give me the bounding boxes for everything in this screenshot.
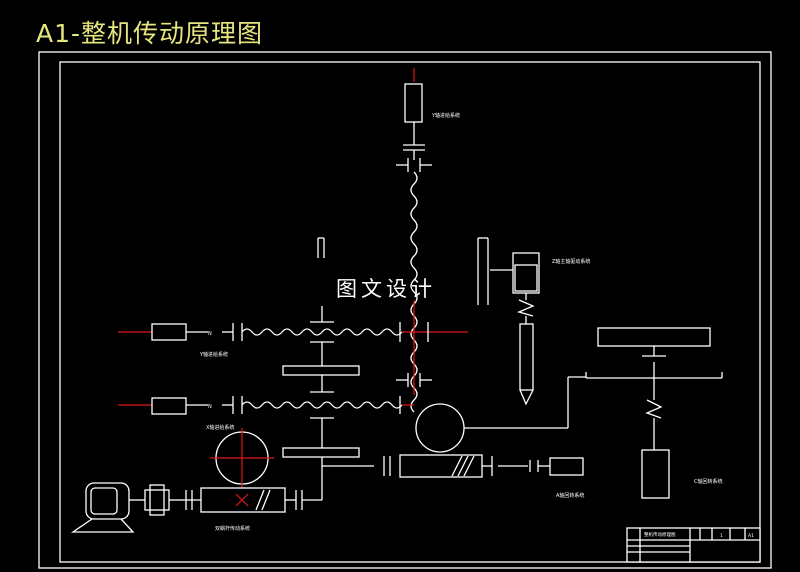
label-a-axis: A轴回转系统 bbox=[556, 492, 584, 499]
central-slides bbox=[282, 306, 360, 500]
outer-frame bbox=[38, 51, 772, 569]
spindle-tool bbox=[519, 323, 534, 391]
title-block-name: 整机传动原理图 bbox=[644, 531, 676, 538]
label-x-left: X轴进给系统 bbox=[206, 424, 234, 431]
c-axis-motor bbox=[641, 449, 670, 499]
guide-posts bbox=[317, 237, 489, 305]
watermark-text: 图文设计 bbox=[336, 277, 436, 301]
label-y-left: Y轴进给系统 bbox=[199, 351, 228, 358]
label-z-head: Z轴主轴驱动系统 bbox=[552, 258, 590, 265]
label-c-axis: C轴回转系统 bbox=[694, 478, 723, 485]
spindle-system bbox=[490, 252, 540, 406]
vertical-lead-screw bbox=[410, 171, 418, 413]
title-block-size: A1 bbox=[748, 533, 754, 539]
slide-plate-lower bbox=[282, 447, 360, 458]
lower-lead-screw bbox=[241, 401, 403, 409]
lower-horizontal-axis: N bbox=[118, 396, 414, 415]
double-worm bbox=[200, 487, 286, 513]
svg-text:N: N bbox=[208, 404, 212, 410]
drive-coupling bbox=[144, 489, 170, 511]
upper-motor bbox=[151, 323, 187, 341]
title-block-sheet: 1 bbox=[720, 533, 723, 539]
page-title: A1-整机传动原理图 bbox=[36, 19, 264, 48]
inner-frame bbox=[59, 61, 761, 563]
lower-motor bbox=[151, 397, 187, 415]
svg-text:N: N bbox=[208, 331, 212, 337]
worm-wheel-right bbox=[415, 403, 465, 453]
a-axis-system bbox=[322, 376, 586, 478]
title-block: 整机传动原理图 1 A1 bbox=[626, 527, 761, 563]
double-worm-system bbox=[70, 428, 322, 533]
top-motor bbox=[404, 83, 423, 123]
upper-horizontal-axis: N bbox=[118, 322, 468, 342]
drive-motor bbox=[85, 482, 130, 520]
slide-plate-upper bbox=[282, 365, 360, 376]
spindle-motor bbox=[512, 252, 540, 294]
label-y-top: Y轴进给系统 bbox=[431, 112, 460, 119]
c-axis-system bbox=[585, 327, 723, 499]
c-axis-table bbox=[597, 327, 711, 347]
label-worm: 双蜗杆传动系统 bbox=[215, 525, 250, 532]
a-axis-motor bbox=[549, 457, 584, 476]
vertical-axis-system bbox=[396, 68, 432, 413]
upper-lead-screw bbox=[241, 328, 403, 336]
